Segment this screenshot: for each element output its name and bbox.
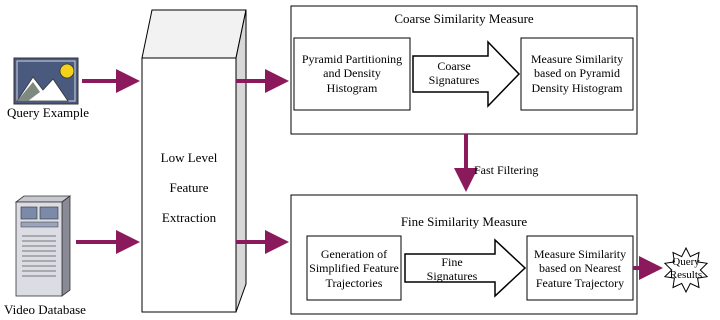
image-icon (13, 57, 79, 105)
fine-measure-text: Measure Similarity based on Nearest Feat… (533, 247, 627, 290)
pyramid-partitioning-text: Pyramid Partitioning and Density Histogr… (301, 52, 403, 95)
fast-filtering-label: Fast Filtering (474, 163, 539, 177)
query-results-starburst (663, 246, 709, 294)
coarse-title: Coarse Similarity Measure (394, 11, 534, 26)
simplified-trajectories-box (306, 235, 402, 301)
fine-signatures-text: Fine Signatures (426, 255, 478, 284)
extraction-label-line1: Low Level (160, 150, 218, 165)
fine-title: Fine Similarity Measure (400, 214, 528, 229)
coarse-measure-text: Measure Similarity based on Pyramid Dens… (530, 52, 624, 95)
coarse-measure-box (520, 37, 634, 111)
server-icon (14, 195, 72, 297)
fine-measure-box (526, 235, 634, 301)
coarse-signatures-text: Coarse Signatures (428, 59, 480, 88)
video-database-label: Video Database (4, 302, 86, 317)
query-results-text: Query Results (669, 256, 703, 282)
query-example-label: Query Example (7, 105, 89, 120)
simplified-trajectories-text: Generation of Simplified Feature Traject… (309, 247, 399, 290)
fine-signatures-arrow (404, 238, 527, 298)
pyramid-partitioning-box (293, 37, 411, 111)
coarse-signatures-arrow (412, 40, 521, 108)
feature-extraction-block (141, 9, 247, 313)
extraction-label-line3: Extraction (161, 210, 217, 225)
extraction-label-line2: Feature (169, 180, 209, 195)
